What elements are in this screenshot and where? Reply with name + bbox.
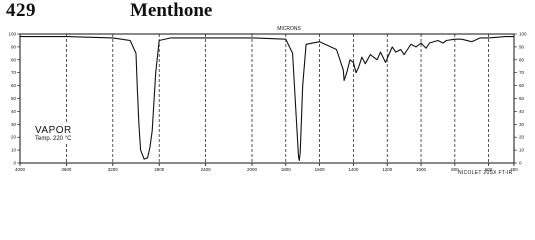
y-tick-label-left: 60 <box>11 83 17 88</box>
y-tick-label-left: 90 <box>11 44 17 49</box>
y-tick-label-left: 30 <box>11 122 17 127</box>
x-tick-label: 800 <box>451 167 459 172</box>
y-tick-label-left: 100 <box>8 32 16 37</box>
y-tick-label-right: 100 <box>519 32 527 37</box>
x-tick-label: 600 <box>485 167 493 172</box>
y-tick-label-left: 80 <box>11 57 17 62</box>
y-tick-label-right: 50 <box>519 96 525 101</box>
compound-name: Menthone <box>130 0 213 21</box>
y-tick-label-right: 80 <box>519 57 525 62</box>
x-tick-label: 1400 <box>348 167 359 172</box>
sample-temperature: Temp. 220 °C <box>35 136 72 142</box>
x-tick-label: 3200 <box>108 167 119 172</box>
x-tick-label: 1600 <box>315 167 326 172</box>
y-tick-label-right: 70 <box>519 70 525 75</box>
y-tick-label-left: 10 <box>11 148 17 153</box>
top-axis-label: MICRONS <box>277 26 301 32</box>
x-tick-label: 2400 <box>201 167 212 172</box>
y-tick-label-right: 40 <box>519 109 525 114</box>
y-tick-label-left: 0 <box>13 161 16 166</box>
x-tick-label: 1200 <box>382 167 393 172</box>
sample-conditions: VAPOR Temp. 220 °C <box>32 124 75 143</box>
y-tick-label-left: 40 <box>11 109 17 114</box>
y-tick-label-right: 30 <box>519 122 525 127</box>
y-tick-label-right: 60 <box>519 83 525 88</box>
x-tick-label: 2800 <box>154 167 165 172</box>
x-tick-label: 450 <box>510 167 518 172</box>
plot-frame <box>19 33 515 164</box>
y-tick-label-left: 50 <box>11 96 17 101</box>
x-tick-label: 1800 <box>281 167 292 172</box>
y-tick-label-right: 10 <box>519 148 525 153</box>
y-tick-label-right: 0 <box>519 161 522 166</box>
x-tick-label: 1000 <box>416 167 427 172</box>
y-tick-label-left: 20 <box>11 135 17 140</box>
y-tick-label-right: 90 <box>519 44 525 49</box>
x-tick-label: 2000 <box>247 167 258 172</box>
y-tick-label-right: 20 <box>519 135 525 140</box>
x-tick-label: 3600 <box>61 167 72 172</box>
sample-phase: VAPOR <box>35 125 72 136</box>
x-tick-label: 4000 <box>15 167 26 172</box>
instrument-label: NICOLET 20SX FT-IR <box>458 170 513 176</box>
y-tick-label-left: 70 <box>11 70 17 75</box>
spectrum-header: 429 Menthone <box>0 0 535 24</box>
spectrum-line <box>20 36 514 161</box>
compound-number: 429 <box>6 0 36 21</box>
